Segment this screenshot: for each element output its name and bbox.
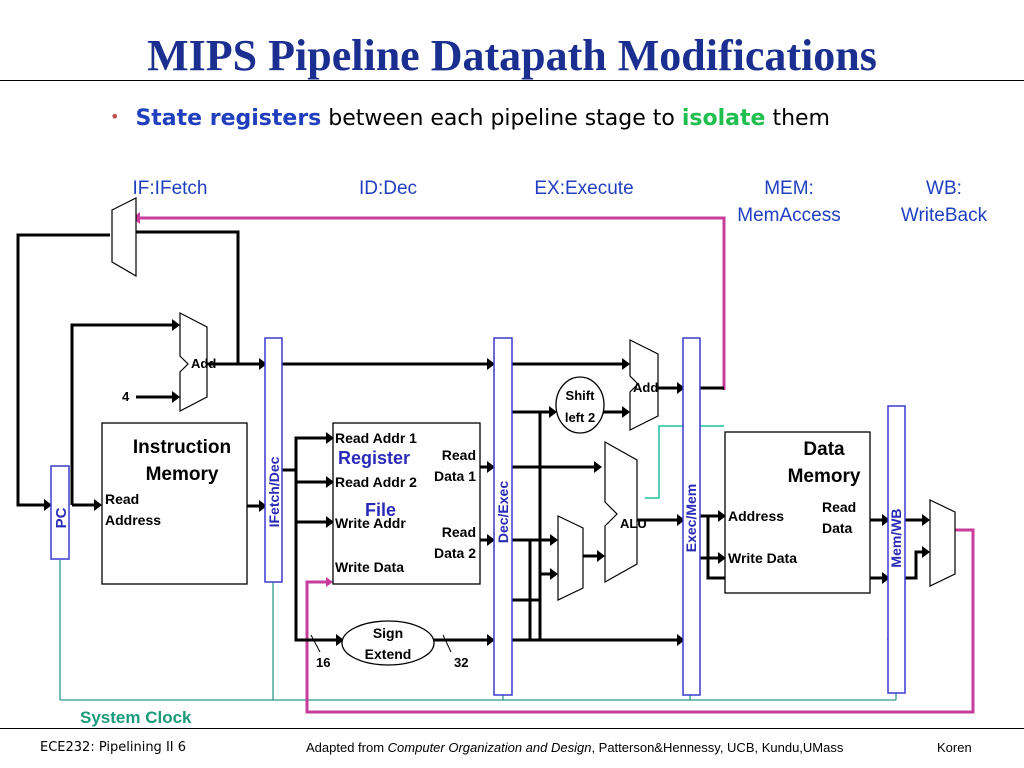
dec-exec-register xyxy=(493,337,513,696)
dmem-read-data-line1: Read xyxy=(822,499,856,515)
datapath-wires xyxy=(16,230,928,642)
footer-attribution-suffix: , Patterson&Hennessy, UCB, Kundu,UMass xyxy=(591,740,844,755)
data-memory xyxy=(724,431,871,594)
writeback-mux xyxy=(929,499,956,587)
pc-adder xyxy=(179,312,208,412)
rf-title-file: File xyxy=(365,500,396,520)
stage-label-wb-line2: WriteBack xyxy=(901,205,988,226)
dmem-address: Address xyxy=(728,508,784,524)
alu-label: ALU xyxy=(620,516,647,531)
bullet-emphasis-isolate: isolate xyxy=(681,106,766,131)
imem-title-line1: Instruction xyxy=(133,437,231,458)
system-clock-label: System Clock xyxy=(80,708,192,727)
shift-left-2-unit xyxy=(555,376,605,434)
stage-label-mem-line1: MEM: xyxy=(764,178,814,199)
shift-label-line2: left 2 xyxy=(565,410,595,425)
pc-adder-label: Add xyxy=(191,356,216,371)
dmem-read-data-line2: Data xyxy=(822,520,853,536)
bullet-text: between each pipeline stage to xyxy=(321,106,682,131)
imem-read-address-line1: Read xyxy=(105,491,139,507)
dec-exec-label: Dec/Exec xyxy=(495,481,511,543)
alu-src-mux xyxy=(557,515,584,601)
rf-write-addr: Write Addr xyxy=(335,515,406,531)
sign-extend-line1: Sign xyxy=(373,625,403,641)
branch-adder-label: Add xyxy=(633,380,658,395)
bullet-point: • State registers between each pipeline s… xyxy=(110,106,830,131)
bus-width-tick-32 xyxy=(442,634,452,653)
dmem-write-data: Write Data xyxy=(728,550,797,566)
imem-read-address-line2: Address xyxy=(105,512,161,528)
pc-source-mux xyxy=(111,197,137,278)
bullet-emphasis-state-registers: State registers xyxy=(135,106,322,131)
arrowhead xyxy=(326,577,333,587)
bullet-text-end: them xyxy=(765,106,830,131)
mem-wb-label: Mem/WB xyxy=(888,508,904,567)
imem-title-line2: Memory xyxy=(146,464,219,485)
footer-attribution-prefix: Adapted from xyxy=(306,740,388,755)
rf-read-data-2-line1: Read xyxy=(442,524,476,540)
mem-wb-register xyxy=(887,405,906,694)
rf-read-addr-2: Read Addr 2 xyxy=(335,474,417,490)
rf-read-addr-1: Read Addr 1 xyxy=(335,430,417,446)
register-file xyxy=(332,422,481,585)
rf-read-data-1-line2: Data 1 xyxy=(434,468,476,484)
clock-wires xyxy=(59,560,897,701)
sign-extend-unit xyxy=(341,620,435,666)
stage-label-id: ID:Dec xyxy=(359,178,417,199)
bus-width-32: 32 xyxy=(454,655,468,670)
rf-read-data-2-line2: Data 2 xyxy=(434,545,476,561)
footer-author: Koren xyxy=(937,740,972,755)
exec-mem-label: Exec/Mem xyxy=(683,484,699,552)
pc-register xyxy=(50,465,70,560)
bullet-dot-icon: • xyxy=(110,107,120,126)
ifetch-dec-label: IFetch/Dec xyxy=(266,456,282,527)
dmem-title-line2: Memory xyxy=(788,466,861,487)
stage-label-wb-line1: WB: xyxy=(926,178,962,199)
stage-label-mem-line2: MemAccess xyxy=(737,205,840,226)
sign-extend-line2: Extend xyxy=(365,646,412,662)
footer-attribution: Adapted from Computer Organization and D… xyxy=(306,740,843,755)
alu xyxy=(604,440,638,584)
shift-label-line1: Shift xyxy=(566,388,596,403)
stage-label-if: IF:IFetch xyxy=(133,178,208,199)
bus-width-16: 16 xyxy=(316,655,330,670)
instruction-memory xyxy=(101,422,248,585)
bus-width-tick-16 xyxy=(310,634,321,653)
page-title: MIPS Pipeline Datapath Modifications xyxy=(147,31,877,80)
title-divider xyxy=(0,80,1024,81)
branch-adder xyxy=(629,339,659,431)
rf-title-register: Register xyxy=(338,448,410,468)
rf-read-data-1-line1: Read xyxy=(442,447,476,463)
rf-write-data: Write Data xyxy=(335,559,404,575)
pc-label: PC xyxy=(53,507,70,528)
wire-arrowheads xyxy=(44,319,930,646)
footer-book-title: Computer Organization and Design xyxy=(387,740,592,755)
exec-mem-register xyxy=(682,337,701,696)
feedback-wires xyxy=(140,216,975,714)
constant-four: 4 xyxy=(122,389,130,404)
dmem-title-line1: Data xyxy=(803,439,845,460)
stage-label-ex: EX:Execute xyxy=(534,178,633,199)
footer-course: ECE232: Pipelining II 6 xyxy=(40,740,187,755)
footer-divider xyxy=(0,728,1024,729)
ifetch-dec-register xyxy=(264,337,283,583)
